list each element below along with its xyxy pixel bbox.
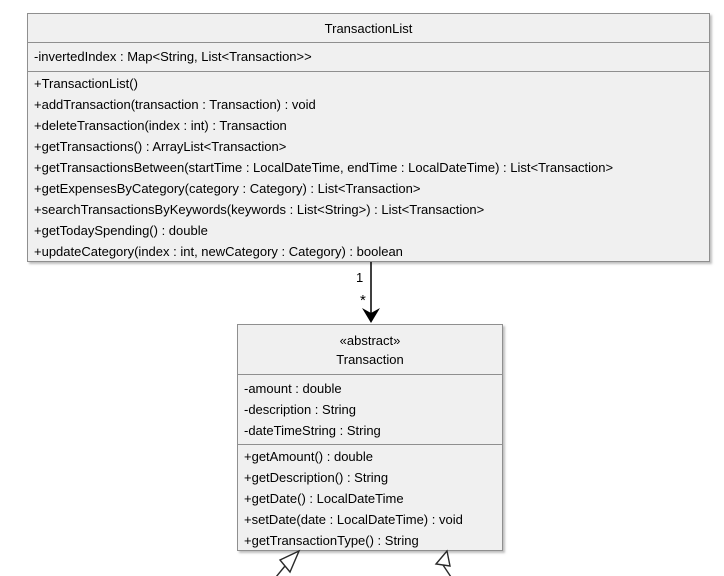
- attribute-line: -dateTimeString : String: [244, 423, 381, 438]
- method-line: +getDate() : LocalDateTime: [244, 491, 404, 506]
- method-line: +getTodaySpending() : double: [34, 223, 208, 238]
- class-title-compartment: «abstract» Transaction: [238, 325, 502, 375]
- generalization-edge-left: [275, 549, 301, 576]
- class-title-compartment: TransactionList: [28, 14, 709, 43]
- class-attributes-compartment: -amount : double -description : String -da…: [238, 375, 502, 445]
- generalization-arrowhead-icon: [434, 549, 451, 567]
- method-line: +getTransactions() : ArrayList<Transacti…: [34, 139, 287, 154]
- attribute-line: -description : String: [244, 402, 356, 417]
- method-line: +setDate(date : LocalDateTime) : void: [244, 512, 463, 527]
- method-line: +getExpensesByCategory(category : Catego…: [34, 181, 421, 196]
- class-attributes-compartment: -invertedIndex : Map<String, List<Transa…: [28, 43, 709, 72]
- method-line: +getTransactionsBetween(startTime : Loca…: [34, 160, 614, 175]
- method-line: +TransactionList(): [34, 76, 138, 91]
- attribute-line: -amount : double: [244, 381, 342, 396]
- method-line: +getAmount() : double: [244, 449, 373, 464]
- attribute-line: -invertedIndex : Map<String, List<Transa…: [34, 49, 312, 64]
- method-line: +getTransactionType() : String: [244, 533, 419, 548]
- class-methods-compartment: +TransactionList() +addTransaction(transa…: [28, 72, 709, 262]
- generalization-arrowhead-icon: [278, 549, 301, 574]
- multiplicity-label-target: *: [360, 292, 366, 309]
- class-node-transaction[interactable]: «abstract» Transaction -amount : double-…: [237, 324, 503, 551]
- multiplicity-label-source: 1: [356, 270, 364, 285]
- class-methods-compartment: +getAmount() : double +getDescription() :…: [238, 445, 502, 551]
- class-stereotype: «abstract»: [339, 332, 401, 348]
- method-line: +addTransaction(transaction : Transactio…: [34, 97, 316, 112]
- class-node-transactionlist[interactable]: TransactionList -invertedIndex : Map<Str…: [27, 13, 710, 262]
- method-line: +getDescription() : String: [244, 470, 389, 485]
- method-line: +updateCategory(index : int, newCategory…: [34, 244, 403, 259]
- class-name: Transaction: [336, 351, 404, 367]
- method-line: +searchTransactionsByKeywords(keywords :…: [34, 202, 485, 217]
- generalization-edge-right: [434, 549, 452, 576]
- association-arrowhead-icon: [362, 308, 380, 323]
- method-line: +deleteTransaction(index : int) : Transa…: [34, 118, 287, 133]
- class-name: TransactionList: [324, 20, 413, 36]
